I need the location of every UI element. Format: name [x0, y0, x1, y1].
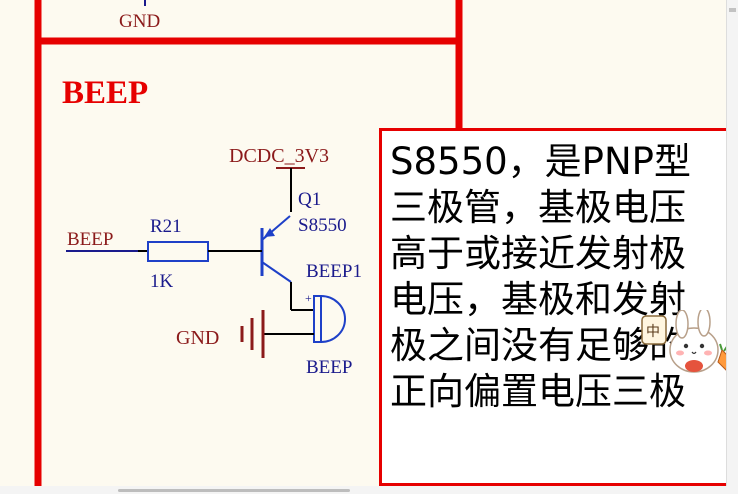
horizontal-scrollbar-thumb[interactable]: [118, 489, 350, 492]
resistor-symbol: [147, 241, 209, 262]
net-label-input: BEEP: [67, 229, 113, 250]
buzzer-plus-label: +: [305, 291, 312, 305]
bunny-sticker-icon: 中: [641, 310, 726, 373]
note-line: 正向偏置电压三极: [390, 370, 686, 413]
buzzer-symbol: [313, 295, 346, 343]
annotation-note[interactable]: S8550，是PNP型 三极管，基极电压 高于或接近发射极 电压，基极和发射 极…: [379, 128, 726, 486]
resistor-value: 1K: [150, 271, 174, 292]
buzzer-value: BEEP: [306, 357, 352, 378]
transistor-ref: Q1: [298, 189, 321, 210]
horizontal-scrollbar[interactable]: [0, 486, 738, 494]
schematic-frame: [34, 0, 463, 486]
note-line: 三极管，基极电压: [390, 186, 686, 229]
transistor-symbol: [260, 215, 292, 283]
net-label-gnd-top: GND: [119, 11, 160, 32]
vertical-scrollbar[interactable]: [726, 0, 738, 486]
schematic-canvas[interactable]: GND BEEP DCDC_3V3 Q1 S8550 BEEP R21 1K B…: [0, 0, 726, 486]
net-label-power: DCDC_3V3: [229, 145, 329, 167]
transistor-part: S8550: [298, 215, 347, 236]
sticker-label: 中: [646, 324, 660, 340]
gnd-symbol: [240, 310, 265, 358]
buzzer-ref: BEEP1: [306, 261, 362, 282]
vertical-scrollbar-thumb[interactable]: [729, 8, 736, 12]
section-title: BEEP: [62, 75, 148, 111]
net-label-gnd-buzzer: GND: [176, 327, 219, 349]
schematic-sheet: GND BEEP DCDC_3V3 Q1 S8550 BEEP R21 1K B…: [34, 0, 463, 486]
note-line: 高于或接近发射极: [390, 232, 686, 275]
note-line: 极之间没有足够的: [390, 324, 686, 367]
note-line: S8550，是PNP型: [390, 140, 691, 183]
resistor-ref: R21: [150, 216, 182, 237]
note-line: 电压，基极和发射: [390, 278, 686, 321]
